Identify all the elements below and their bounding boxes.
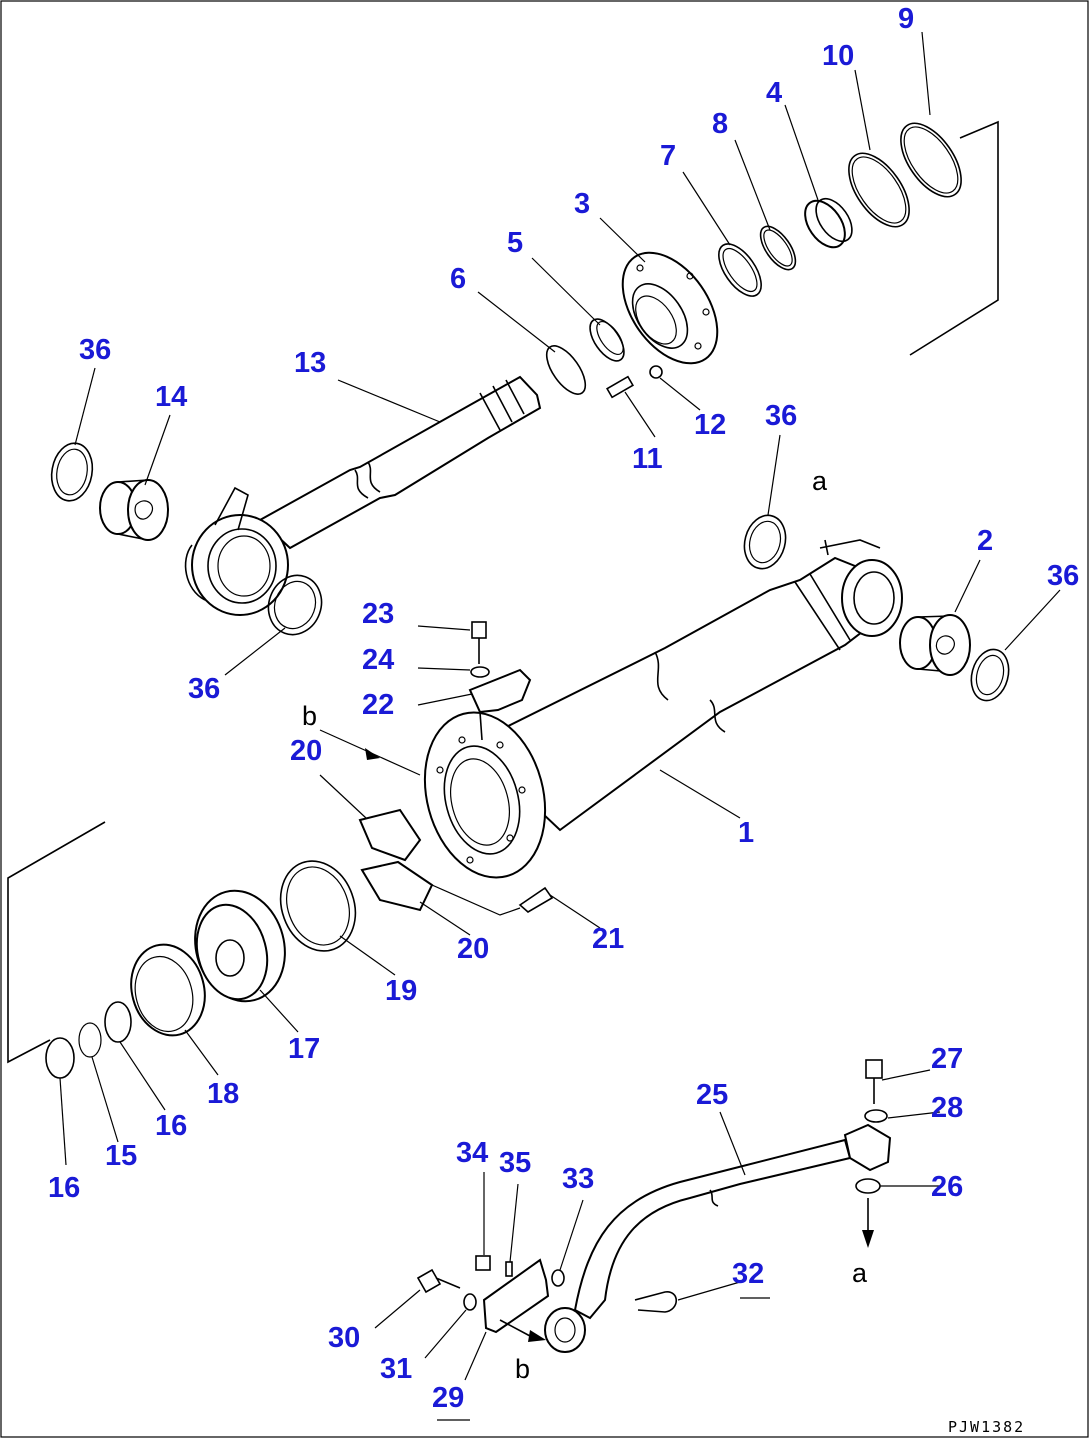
callout-19: 19 (385, 975, 417, 1007)
callout-14: 14 (155, 381, 187, 413)
callout-2: 2 (977, 525, 993, 557)
callout-16-a: 16 (155, 1110, 187, 1142)
callout-26: 26 (931, 1171, 963, 1203)
part-5-bushing (589, 318, 625, 362)
part-21-bolt (518, 886, 554, 913)
part-25-pipe (573, 1138, 852, 1320)
part-36-dust-seal-right (970, 648, 1010, 702)
leader-lines (59, 31, 1061, 1421)
callout-36-a: 36 (79, 334, 111, 366)
part-7-seal (718, 243, 762, 297)
callout-15: 15 (105, 1140, 137, 1172)
callout-21: 21 (592, 923, 624, 955)
callout-18: 18 (207, 1078, 239, 1110)
callout-20-b: 20 (457, 933, 489, 965)
part-16-ring-upper (104, 1001, 132, 1043)
part-36-dust-seal-rod-eye (267, 574, 323, 636)
part-34-nut (475, 1255, 491, 1271)
pipe-assembly (416, 1059, 892, 1353)
part-10-ring (848, 152, 910, 228)
callout-13: 13 (294, 347, 326, 379)
callout-28: 28 (931, 1092, 963, 1124)
part-33-o-ring (551, 1269, 565, 1287)
callout-24: 24 (362, 644, 394, 676)
part-28-washer (864, 1109, 888, 1123)
drawing-code: PJW1382 (948, 1418, 1025, 1436)
callout-16-b: 16 (48, 1172, 80, 1204)
callout-1: 1 (738, 817, 754, 849)
callout-31: 31 (380, 1353, 412, 1385)
callout-7: 7 (660, 140, 676, 172)
callout-29: 29 (432, 1382, 464, 1414)
part-35-washer (505, 1261, 513, 1277)
part-11-plug (606, 375, 634, 399)
callout-8: 8 (712, 108, 728, 140)
part-15-ring (78, 1022, 102, 1058)
callout-6: 6 (450, 263, 466, 295)
part-19-wear-ring (279, 860, 357, 952)
part-12-o-ring (649, 365, 663, 379)
part-9-ring (900, 122, 962, 198)
callout-4: 4 (766, 77, 782, 109)
callout-5: 5 (507, 227, 523, 259)
part-13-piston-rod (258, 375, 542, 550)
callout-30: 30 (328, 1322, 360, 1354)
part-23-bolt (471, 621, 487, 639)
reference-marks: a a b b (302, 466, 868, 1384)
callout-12: 12 (694, 409, 726, 441)
rod-assembly (50, 120, 999, 636)
callout-11: 11 (632, 443, 663, 475)
callout-33: 33 (562, 1163, 594, 1195)
ref-a-lower: a (852, 1258, 868, 1288)
callout-34: 34 (456, 1137, 488, 1169)
part-36-dust-seal-top-left (50, 442, 94, 502)
ref-b-lower: b (515, 1354, 530, 1384)
part-27-bolt (865, 1059, 883, 1079)
part-6-ring (545, 345, 587, 395)
callout-17: 17 (288, 1033, 320, 1065)
ref-a-upper: a (812, 466, 828, 496)
callout-23: 23 (362, 598, 394, 630)
part-16-ring-lower (45, 1037, 75, 1079)
callout-20-a: 20 (290, 735, 322, 767)
part-4-bushing (804, 199, 846, 249)
callout-36-b: 36 (765, 400, 797, 432)
rod-eye (191, 514, 289, 616)
part-32-clip (634, 1291, 678, 1313)
part-20-half-clamp-upper (358, 808, 422, 862)
callout-36-d: 36 (188, 673, 220, 705)
callout-9: 9 (898, 3, 914, 35)
part-31-washer (463, 1293, 477, 1311)
part-8-ring (759, 225, 797, 271)
part-18-ring (130, 943, 206, 1037)
part-1-cylinder-tube (468, 556, 867, 832)
part-26-o-ring (855, 1178, 881, 1194)
callout-labels: 1 2 3 4 5 6 7 8 9 10 11 12 13 14 15 16 1… (48, 3, 1079, 1414)
callout-3: 3 (574, 188, 590, 220)
part-30-bolt (416, 1268, 461, 1294)
part-20-half-clamp-lower (360, 860, 434, 912)
callout-22: 22 (362, 689, 394, 721)
part-24-washer (470, 666, 490, 678)
part-36-dust-seal-middle (743, 514, 787, 570)
callout-25: 25 (696, 1079, 728, 1111)
callout-32: 32 (732, 1258, 764, 1290)
callout-27: 27 (931, 1043, 963, 1075)
part-3-cylinder-head (621, 251, 719, 365)
callout-35: 35 (499, 1147, 531, 1179)
callout-36-c: 36 (1047, 560, 1079, 592)
cylinder-tube-assembly (7, 514, 1010, 1079)
callout-10: 10 (822, 40, 854, 72)
part-29-bracket (482, 1258, 550, 1334)
ref-b-upper: b (302, 701, 317, 731)
